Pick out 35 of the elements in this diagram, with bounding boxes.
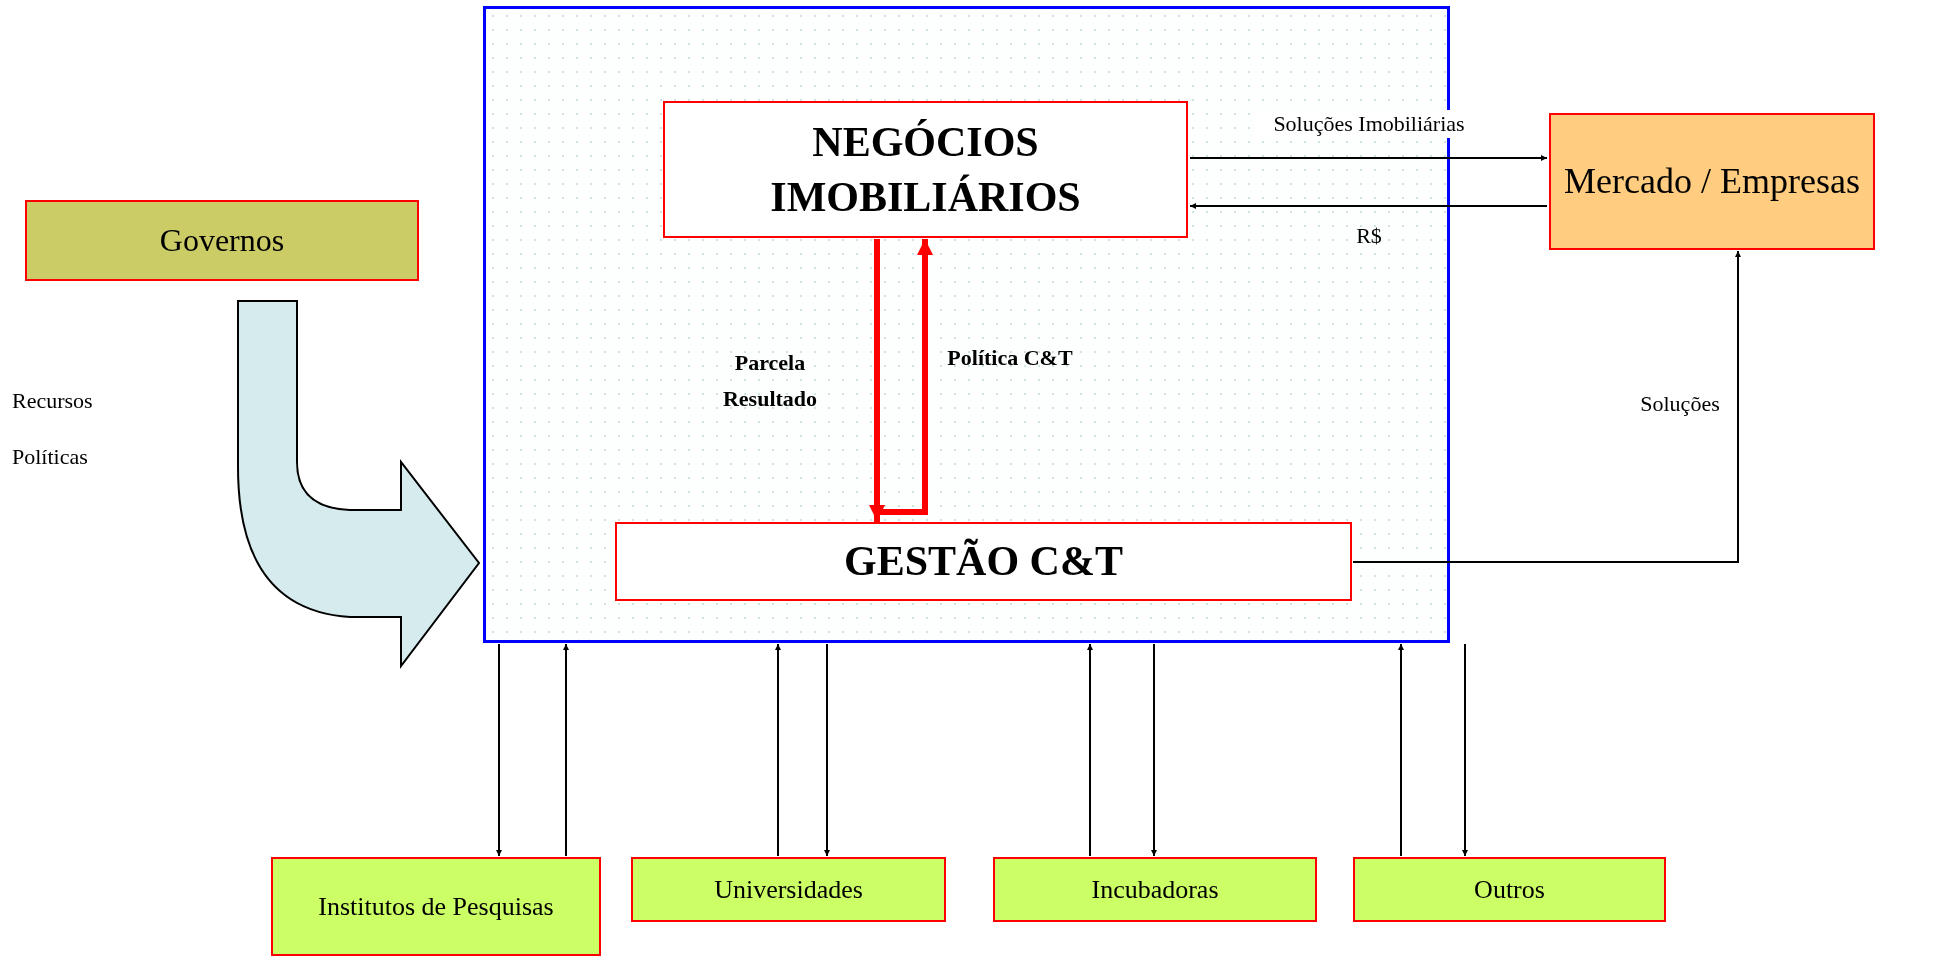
arrow: [1151, 643, 1157, 857]
block-arrow: [237, 300, 480, 667]
process-box: [631, 857, 946, 922]
edge-label: Política C&T: [946, 344, 1074, 372]
arrow: [1398, 643, 1404, 857]
arrow: [824, 643, 830, 857]
node-label: Universidades: [713, 873, 864, 906]
node-label: NEGÓCIOS IMOBILIÁRIOS: [769, 117, 1082, 222]
arrow: [1189, 155, 1548, 161]
process-box: [1353, 857, 1666, 922]
process-box: [271, 857, 601, 956]
edge-label: Soluções: [1639, 390, 1721, 418]
process-box: [663, 101, 1188, 238]
side-note: Recursos: [12, 388, 93, 414]
arrow: [1352, 250, 1741, 563]
process-box: [615, 522, 1352, 601]
arrow: [1087, 643, 1093, 857]
node-label: Governos: [158, 220, 286, 260]
arrow: [496, 643, 502, 857]
node-label: Incubadoras: [1090, 873, 1220, 906]
edge-label: R$: [1355, 222, 1383, 250]
node-label: Outros: [1473, 873, 1546, 906]
process-box: [1549, 113, 1875, 250]
arrow: [874, 239, 933, 522]
arrow: [775, 643, 781, 857]
arrow: [1462, 643, 1468, 857]
arrow: [1189, 203, 1548, 209]
process-box: [993, 857, 1317, 922]
node-label: GESTÃO C&T: [843, 537, 1124, 587]
edge-label: Parcela Resultado: [721, 349, 819, 413]
node-label: Institutos de Pesquisas: [317, 890, 555, 923]
node-label: Mercado / Empresas: [1563, 160, 1861, 204]
process-box: [25, 200, 419, 281]
side-note: Políticas: [12, 444, 88, 470]
arrow: [563, 643, 569, 857]
